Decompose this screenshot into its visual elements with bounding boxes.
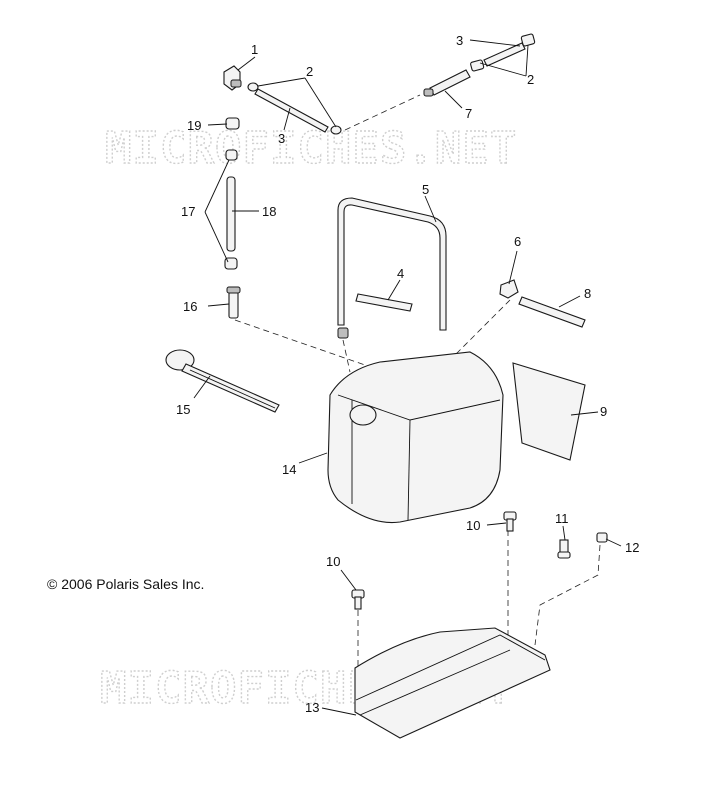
- callout-19: 19: [187, 118, 201, 133]
- part-1-fitting: [223, 65, 242, 91]
- leader-lines: [193, 39, 622, 716]
- callout-11: 11: [555, 511, 569, 526]
- part-12-nut: [596, 532, 608, 543]
- part-2-clamps: [247, 33, 536, 135]
- part-13-skid-plate: [354, 627, 551, 739]
- callout-7: 7: [465, 106, 472, 121]
- part-7-valve: [423, 69, 471, 97]
- callout-1: 1: [251, 42, 258, 57]
- part-3-hose-left: [254, 88, 329, 133]
- callout-14: 14: [282, 462, 296, 477]
- callout-18: 18: [262, 204, 276, 219]
- callout-3-right: 3: [456, 33, 463, 48]
- callout-8: 8: [584, 286, 591, 301]
- part-5-strap: [337, 197, 447, 339]
- callout-10-right: 10: [466, 518, 480, 533]
- callout-13: 13: [305, 700, 319, 715]
- part-10-bolt-left: [351, 589, 365, 610]
- copyright-text: © 2006 Polaris Sales Inc.: [47, 576, 204, 592]
- part-9-sheet: [512, 362, 586, 461]
- part-11-bolt: [557, 539, 571, 559]
- part-10-bolt-right: [503, 511, 517, 532]
- part-16-plug: [226, 286, 241, 319]
- part-4-pad: [355, 293, 413, 312]
- part-8-hose: [518, 296, 586, 328]
- callout-2-right: 2: [527, 72, 534, 87]
- part-18-tube: [226, 176, 236, 252]
- callout-9: 9: [600, 404, 607, 419]
- callout-10-left: 10: [326, 554, 340, 569]
- callout-15: 15: [176, 402, 190, 417]
- watermark-top: MICROFICHES.NET: [105, 123, 517, 174]
- callout-3-left: 3: [278, 131, 285, 146]
- callout-12: 12: [625, 540, 639, 555]
- callout-labels: 1 2 3 3 2 7 19 17 18 5 4 6 8 16 15 14 9 …: [176, 33, 639, 715]
- callout-5: 5: [422, 182, 429, 197]
- part-19-fitting: [225, 117, 240, 130]
- part-6-fitting: [499, 279, 519, 299]
- callout-17: 17: [181, 204, 195, 219]
- part-3-hose-right: [483, 42, 526, 67]
- callout-6: 6: [514, 234, 521, 249]
- part-14-fuel-tank: [327, 351, 504, 524]
- callout-2-left: 2: [306, 64, 313, 79]
- callout-16: 16: [183, 299, 197, 314]
- part-17-fittings: [224, 149, 238, 270]
- callout-4: 4: [397, 266, 404, 281]
- part-15-filler-neck: [165, 349, 280, 413]
